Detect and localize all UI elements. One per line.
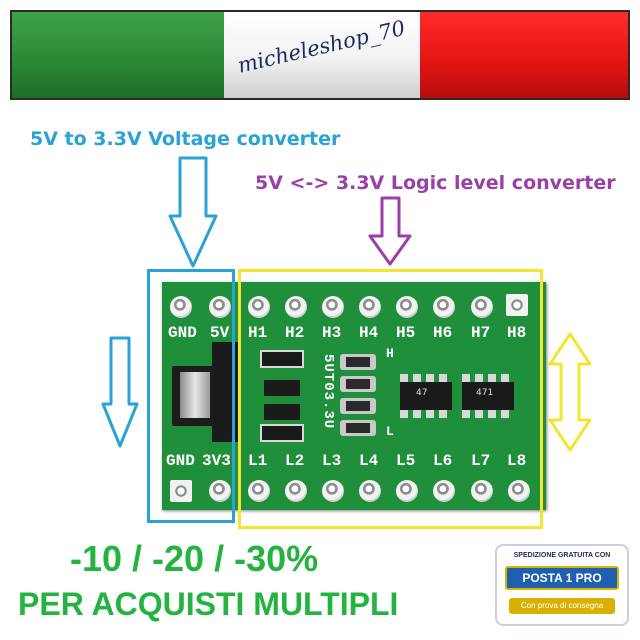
pad-bottom-3 <box>248 480 270 502</box>
pad-bottom-5 <box>322 480 344 502</box>
silk-bottom-l1: L1 <box>248 452 268 470</box>
silk-top-h5: H5 <box>396 324 416 342</box>
pad-top-4 <box>285 296 307 318</box>
silk-top-h4: H4 <box>359 324 379 342</box>
silk-l: L <box>386 424 394 439</box>
resistor-column <box>340 354 376 436</box>
pad-bottom-2 <box>209 480 231 502</box>
pad-top-9 <box>471 296 493 318</box>
pad-top-10 <box>506 294 528 316</box>
silk-bottom-l8: L8 <box>507 452 527 470</box>
logic-converter-label: 5V <-> 3.3V Logic level converter <box>255 172 616 194</box>
blue-side-down-arrow-icon <box>101 336 139 448</box>
chip-2: 471 <box>462 374 514 418</box>
silk-top-h1: H1 <box>248 324 268 342</box>
silk-top-h6: H6 <box>433 324 453 342</box>
voltage-converter-label: 5V to 3.3V Voltage converter <box>30 128 341 150</box>
silk-top-h2: H2 <box>285 324 305 342</box>
pad-bottom-8 <box>433 480 455 502</box>
silk-top-h8: H8 <box>507 324 527 342</box>
blue-down-arrow-icon <box>168 156 218 268</box>
silk-top-h7: H7 <box>471 324 491 342</box>
shipping-badge: SPEDIZIONE GRATUITA CON POSTA 1 PRO Con … <box>495 544 629 626</box>
shipping-main-text: POSTA 1 PRO <box>505 566 619 590</box>
logic-converter-frame <box>238 269 543 529</box>
flag-red-stripe <box>420 12 628 98</box>
flag-green-stripe <box>12 12 224 98</box>
pad-top-1 <box>170 296 192 318</box>
pad-bottom-9 <box>471 480 493 502</box>
silk-bottom-l3: L3 <box>322 452 342 470</box>
pad-top-8 <box>433 296 455 318</box>
pad-top-7 <box>396 296 418 318</box>
pad-top-2 <box>209 296 231 318</box>
pad-bottom-7 <box>396 480 418 502</box>
silk-h: H <box>386 346 394 361</box>
shipping-sub-text: Con prova di consegna <box>509 598 615 614</box>
pad-bottom-10 <box>508 480 530 502</box>
italian-flag-banner: micheleshop_70 <box>10 10 630 100</box>
pad-top-3 <box>248 296 270 318</box>
multi-purchase-text: PER ACQUISTI MULTIPLI <box>18 586 399 622</box>
silk-bottom-l5: L5 <box>396 452 416 470</box>
shipping-top-text: SPEDIZIONE GRATUITA CON <box>513 552 611 559</box>
yellow-double-arrow-icon <box>548 332 592 452</box>
pad-bottom-6 <box>359 480 381 502</box>
chip-1-code: 47 <box>416 388 428 398</box>
chip-1: 47 <box>400 374 452 418</box>
pad-top-6 <box>359 296 381 318</box>
silk-bottom-l2: L2 <box>285 452 305 470</box>
silk-bottom-l6: L6 <box>433 452 453 470</box>
silk-top-gnd: GND <box>168 324 197 342</box>
pad-bottom-4 <box>285 480 307 502</box>
purple-down-arrow-icon <box>368 196 412 266</box>
silk-bottom-gnd: GND <box>166 452 195 470</box>
silk-top-5v: 5V <box>210 324 230 342</box>
silk-bottom-l4: L4 <box>359 452 379 470</box>
silk-top-h3: H3 <box>322 324 342 342</box>
pad-bottom-1 <box>170 480 192 502</box>
discount-text: -10 / -20 / -30% <box>70 538 319 579</box>
voltage-converter-frame <box>147 269 235 523</box>
pcb-board: GND 5V H1 H2 H3 H4 H5 H6 H7 H8 5UT03.3U … <box>162 282 546 510</box>
flag-white-stripe: micheleshop_70 <box>224 12 420 98</box>
pad-top-5 <box>322 296 344 318</box>
silk-bottom-l7: L7 <box>471 452 491 470</box>
silk-bottom-3v3: 3V3 <box>202 452 231 470</box>
chip-2-code: 471 <box>476 388 494 398</box>
capacitor-stack <box>260 346 304 446</box>
silk-vertical-text: 5UT03.3U <box>320 354 336 430</box>
